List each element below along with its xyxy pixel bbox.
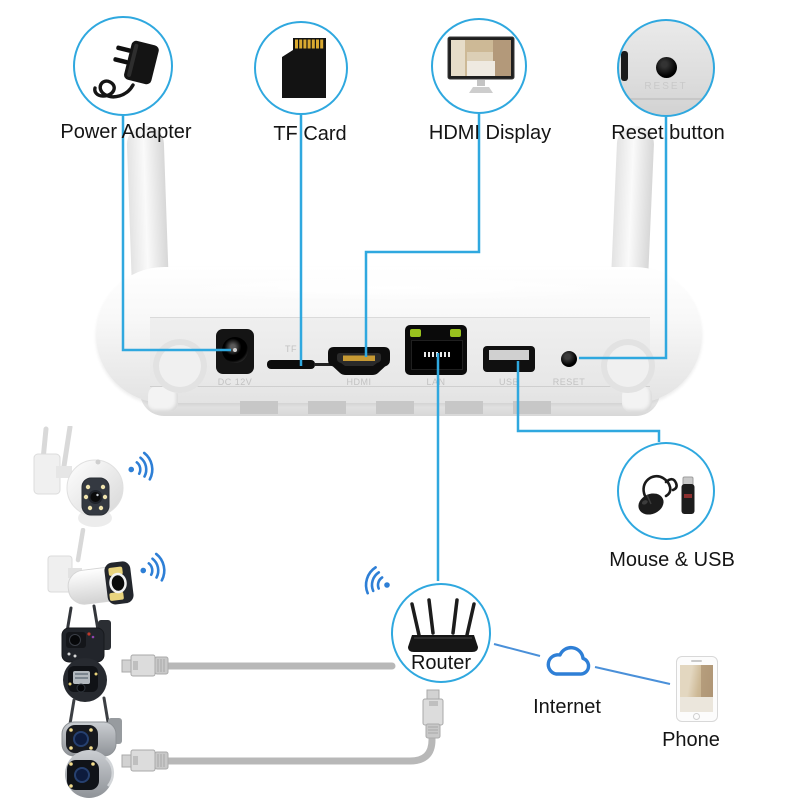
port-label-tf: TF [285,344,297,354]
dual-lens-ptz-camera-icon [61,696,122,798]
line-usb-to-mouse [516,361,661,442]
tf-card-icon [282,38,326,98]
wifi-icon [128,451,154,481]
line-router-internet [493,643,541,657]
hdmi-port [328,347,390,375]
port-label-usb: USB [498,377,520,387]
vent-tab [240,401,278,414]
hdmi-display-circle [431,18,527,114]
reset-panel-text: RESET [644,81,688,92]
rj45-connector-vertical [422,689,444,739]
panel-seam-line [627,98,707,100]
router-icon [408,598,478,652]
mouse-and-usb-icon [638,475,695,515]
line-power-adapter [121,116,231,352]
label-reset-button: Reset button [611,122,725,144]
vent-tab [513,401,551,414]
phone-icon [676,656,718,722]
ptz-camera-icon [33,426,124,527]
bullet-camera-icon [47,528,134,605]
reset-button-dot [656,57,677,78]
tf-card-circle [254,21,348,115]
label-power-adapter: Power Adapter [60,121,192,143]
antenna-hinge-left [153,339,207,393]
vent-tab [445,401,483,414]
port-label-reset: RESET [552,377,586,387]
power-adapter-icon [93,40,159,99]
line-internet-phone [594,666,671,685]
port-label-hdmi: HDMI [346,377,372,387]
line-hdmi-display [364,114,481,357]
label-mouse-usb: Mouse & USB [609,549,735,571]
internet-cloud-icon [546,645,591,676]
ethernet-cable-2 [164,732,436,765]
port-label-lan: LAN [426,377,446,387]
port-label-dc: DC 12V [217,377,253,387]
vent-tab [308,401,346,414]
rj45-connector-2 [121,749,169,772]
label-tf-card: TF Card [273,123,347,145]
router-circle: Router [391,583,491,683]
dual-lens-camera-black-icon [61,604,111,702]
lan-port [405,325,467,375]
line-reset-button [579,117,668,360]
wifi-icon [364,566,390,595]
power-adapter-circle [73,16,173,116]
tf-card-slot-line [314,363,342,366]
hdmi-display-icon [447,36,515,93]
usb-port [483,346,535,372]
rj45-connector-1 [121,654,169,677]
label-internet: Internet [533,696,601,718]
wifi-icon [140,552,166,582]
antenna-hinge-right [601,339,655,393]
mouse-usb-circle [617,442,715,540]
label-phone: Phone [662,729,720,751]
router-label: Router [410,652,472,674]
device-edge-shadow [621,51,628,81]
tf-card-slot [267,360,315,369]
reset-button-circle: RESET [617,19,715,117]
label-hdmi-display: HDMI Display [428,122,552,144]
vent-tab [376,401,414,414]
reset-pinhole [561,351,577,367]
